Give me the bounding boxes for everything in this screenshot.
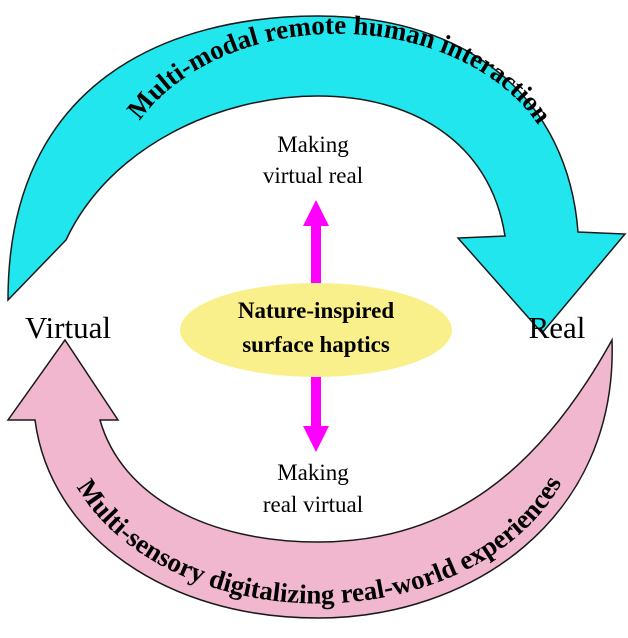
downward-arrow-shaft xyxy=(311,375,321,431)
downward-arrow xyxy=(303,375,329,452)
upward-arrow-shaft xyxy=(311,222,321,296)
center-line-2: surface haptics xyxy=(242,332,390,357)
lower-caption-line-1: Making xyxy=(277,460,349,485)
upward-arrow xyxy=(303,200,329,296)
center-ellipse xyxy=(180,283,452,377)
bottom-curved-arrow xyxy=(6,337,613,619)
upward-arrow-head xyxy=(303,200,329,226)
downward-arrow-head xyxy=(303,426,329,452)
top-curved-arrow xyxy=(7,15,627,335)
lower-caption-line-2: real virtual xyxy=(263,492,363,517)
center-line-1: Nature-inspired xyxy=(238,298,395,323)
upper-caption-line-1: Making xyxy=(277,132,349,157)
virtual-label: Virtual xyxy=(25,310,111,345)
real-label: Real xyxy=(529,310,586,345)
upper-caption-line-2: virtual real xyxy=(263,163,363,188)
